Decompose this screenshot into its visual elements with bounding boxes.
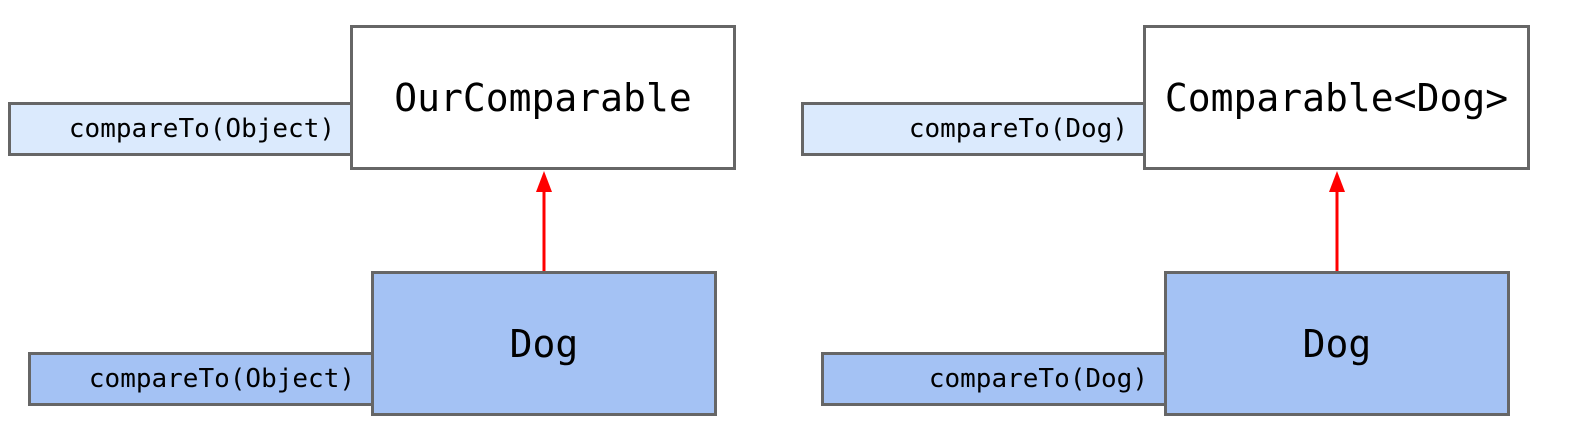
left-class-method-label: compareTo(Object) <box>88 364 355 394</box>
left-class-name: Dog <box>509 321 579 366</box>
right-inheritance-arrowhead <box>1329 171 1345 192</box>
left-class-method-tab: compareTo(Object) <box>28 352 374 406</box>
right-class-method-label: compareTo(Dog) <box>928 364 1148 394</box>
right-interface-method-label: compareTo(Dog) <box>908 114 1128 144</box>
left-interface-name: OurComparable <box>394 75 692 120</box>
right-interface-name: Comparable<Dog> <box>1164 75 1509 120</box>
left-class-box: Dog <box>371 271 717 416</box>
right-interface-box: Comparable<Dog> <box>1143 25 1530 170</box>
right-class-name: Dog <box>1302 321 1372 366</box>
left-interface-method-tab: compareTo(Object) <box>8 102 354 156</box>
right-class-box: Dog <box>1164 271 1510 416</box>
left-interface-method-label: compareTo(Object) <box>68 114 335 144</box>
right-interface-method-tab: compareTo(Dog) <box>801 102 1147 156</box>
left-interface-box: OurComparable <box>350 25 736 170</box>
left-inheritance-arrowhead <box>536 171 552 192</box>
right-class-method-tab: compareTo(Dog) <box>821 352 1167 406</box>
